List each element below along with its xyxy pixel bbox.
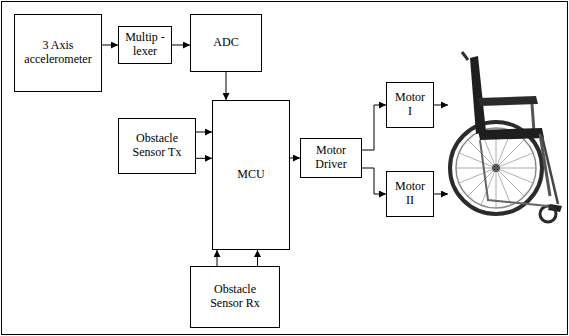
node-label: Motor II: [393, 180, 427, 208]
controller-box: MCU: [212, 100, 290, 250]
signal-arrow: [290, 158, 300, 159]
node-label: 3 Axis accelerometer: [21, 39, 95, 67]
node-label: Motor Driver: [307, 144, 355, 172]
motor-box: Motor I: [386, 82, 434, 128]
sensor-box: Obstacle Sensor Rx: [190, 266, 280, 328]
signal-arrow: [172, 45, 190, 46]
node-label: ADC: [213, 36, 238, 50]
drive-arrow: [434, 194, 448, 195]
wheelchair-picture: [450, 52, 562, 222]
node-label: Obstacle Sensor Tx: [125, 132, 189, 160]
node-label: MCU: [237, 168, 264, 182]
signal-arrow: [257, 250, 258, 266]
signal-arrow: [196, 158, 212, 159]
signal-arrow: [102, 45, 118, 46]
node-label: Multip -lexer: [125, 31, 165, 59]
sensor-box: 3 Axis accelerometer: [14, 14, 102, 92]
signal-arrow: [196, 132, 212, 133]
signal-arrow: [362, 105, 386, 150]
signal-arrow: [226, 72, 227, 100]
signal-arrow: [217, 250, 218, 266]
process-box: ADC: [190, 14, 262, 72]
node-label: Obstacle Sensor Rx: [197, 283, 273, 311]
connector-group: [102, 45, 386, 266]
node-label: Motor I: [393, 91, 427, 119]
signal-arrow: [362, 168, 386, 194]
drive-arrow: [434, 105, 448, 106]
motor-box: Motor II: [386, 171, 434, 217]
process-box: Multip -lexer: [118, 26, 172, 64]
sensor-box: Obstacle Sensor Tx: [118, 118, 196, 174]
driver-box: Motor Driver: [300, 138, 362, 178]
